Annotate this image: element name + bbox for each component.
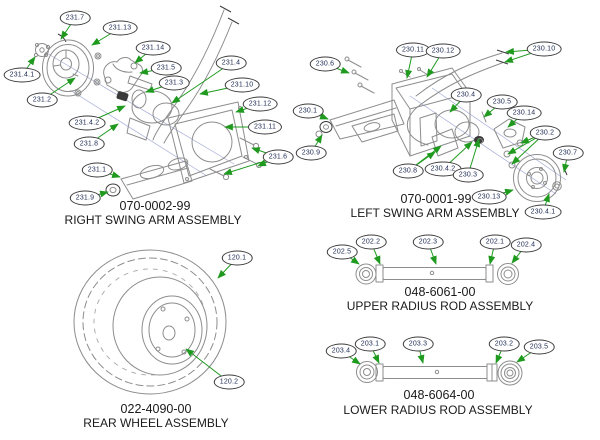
leader-arrow-231.7 (60, 17, 76, 40)
leader-arrow-203.2 (495, 343, 505, 364)
leader-arrow-230.4 (449, 94, 467, 113)
jam-nut (491, 363, 498, 382)
axis-line (431, 87, 567, 181)
leader-arrow-230.9 (310, 134, 323, 154)
leader-arrow-230.11 (405, 49, 414, 79)
leader-arrow-231.6 (223, 156, 279, 175)
brake-disc (513, 154, 561, 202)
leader-arrow-230.1 (307, 110, 329, 120)
hex-nuts (74, 52, 102, 97)
leader-arrow-231.2 (41, 77, 76, 101)
leader-arrow-203.4 (340, 350, 361, 365)
leader-arrow-202.5 (341, 251, 360, 265)
leader-arrow-231.8 (88, 123, 119, 145)
hydraulic-hoses (152, 5, 240, 144)
leader-arrow-230.7 (562, 152, 570, 173)
pivot-bushing (315, 121, 333, 138)
leader-arrow-120.1 (217, 257, 238, 279)
leader-arrow-231.13 (91, 27, 121, 46)
leader-arrow-203.1 (369, 343, 380, 364)
left-swing-arm-drawing (315, 49, 568, 202)
leader-arrow-230.4.2 (442, 141, 473, 170)
leader-arrow-230.8 (407, 145, 442, 172)
jam-nut (375, 363, 384, 382)
leader-arrow-203.5 (516, 346, 540, 363)
rod-end-left (355, 263, 377, 285)
jam-nut (485, 264, 494, 283)
leader-arrow-231.10 (199, 84, 243, 96)
leader-arrow-231.1 (96, 169, 121, 179)
leader-arrow-230.4.1 (542, 193, 550, 213)
leader-arrow-202.2 (370, 241, 381, 265)
right-swing-arm-drawing (33, 5, 263, 200)
leader-arrow-202.3 (427, 241, 437, 265)
rear-wheel-drawing (73, 249, 227, 395)
lower-radius-rod-drawing (356, 360, 523, 386)
leader-arrow-230.12 (426, 50, 444, 78)
leader-arrow-120.2 (185, 348, 230, 383)
rod-end-left (356, 361, 378, 383)
leader-arrow-231.14 (134, 47, 154, 64)
axis-line (409, 95, 557, 195)
leader-arrow-231.4.1 (21, 56, 36, 76)
rod-end-right (497, 360, 523, 386)
rod-hole (434, 369, 440, 375)
leader-arrow-231.6 (251, 147, 279, 158)
leader-arrow-231.4 (171, 62, 232, 104)
leader-arrow-230.13 (488, 188, 514, 198)
brake-caliper (493, 118, 526, 149)
leader-arrow-231.9 (84, 190, 109, 199)
leader-arrow-231.12 (235, 103, 261, 113)
leader-arrow-203.3 (417, 343, 425, 364)
leader-arrow-230.6 (324, 63, 350, 74)
swing-arm-channel (105, 157, 193, 200)
leader-arrow-231.4.2 (86, 105, 126, 124)
rod-end-right (497, 263, 519, 285)
rod-hole (429, 270, 435, 276)
leader-arrow-230.5 (483, 101, 503, 118)
upper-radius-rod-drawing (355, 263, 519, 285)
leader-arrow-202.4 (511, 244, 527, 264)
rim (141, 295, 203, 365)
leader-arrow-231.5 (139, 67, 167, 75)
brake-disc (42, 39, 94, 97)
leader-arrow-202.1 (488, 241, 496, 265)
leader-arrow-231.3 (145, 82, 175, 93)
leader-arrow-230.14 (507, 112, 525, 128)
